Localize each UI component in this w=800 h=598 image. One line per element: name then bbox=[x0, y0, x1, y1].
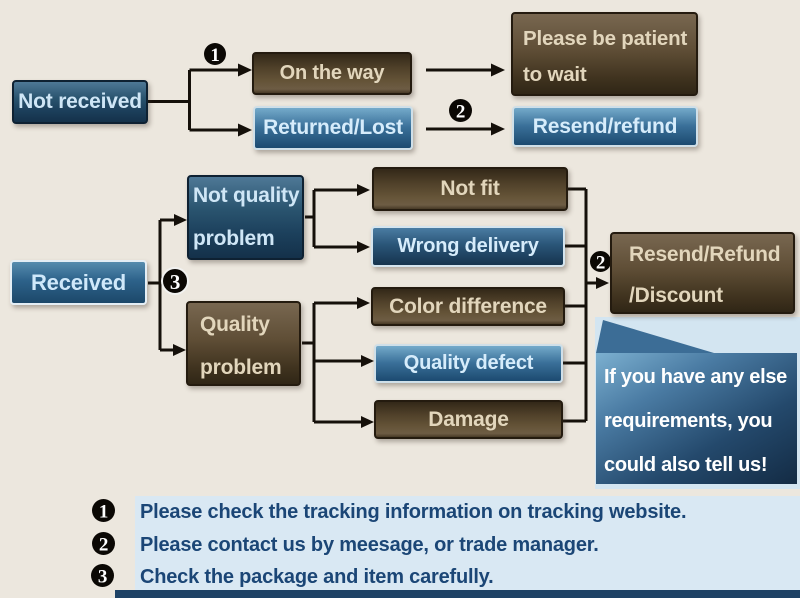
svg-text:2: 2 bbox=[456, 102, 465, 123]
svg-text:2: 2 bbox=[596, 253, 605, 274]
svg-text:1: 1 bbox=[99, 502, 108, 523]
svg-text:3: 3 bbox=[98, 567, 107, 588]
svg-text:1: 1 bbox=[210, 45, 219, 66]
svg-text:2: 2 bbox=[99, 535, 108, 556]
svg-text:3: 3 bbox=[170, 270, 180, 294]
